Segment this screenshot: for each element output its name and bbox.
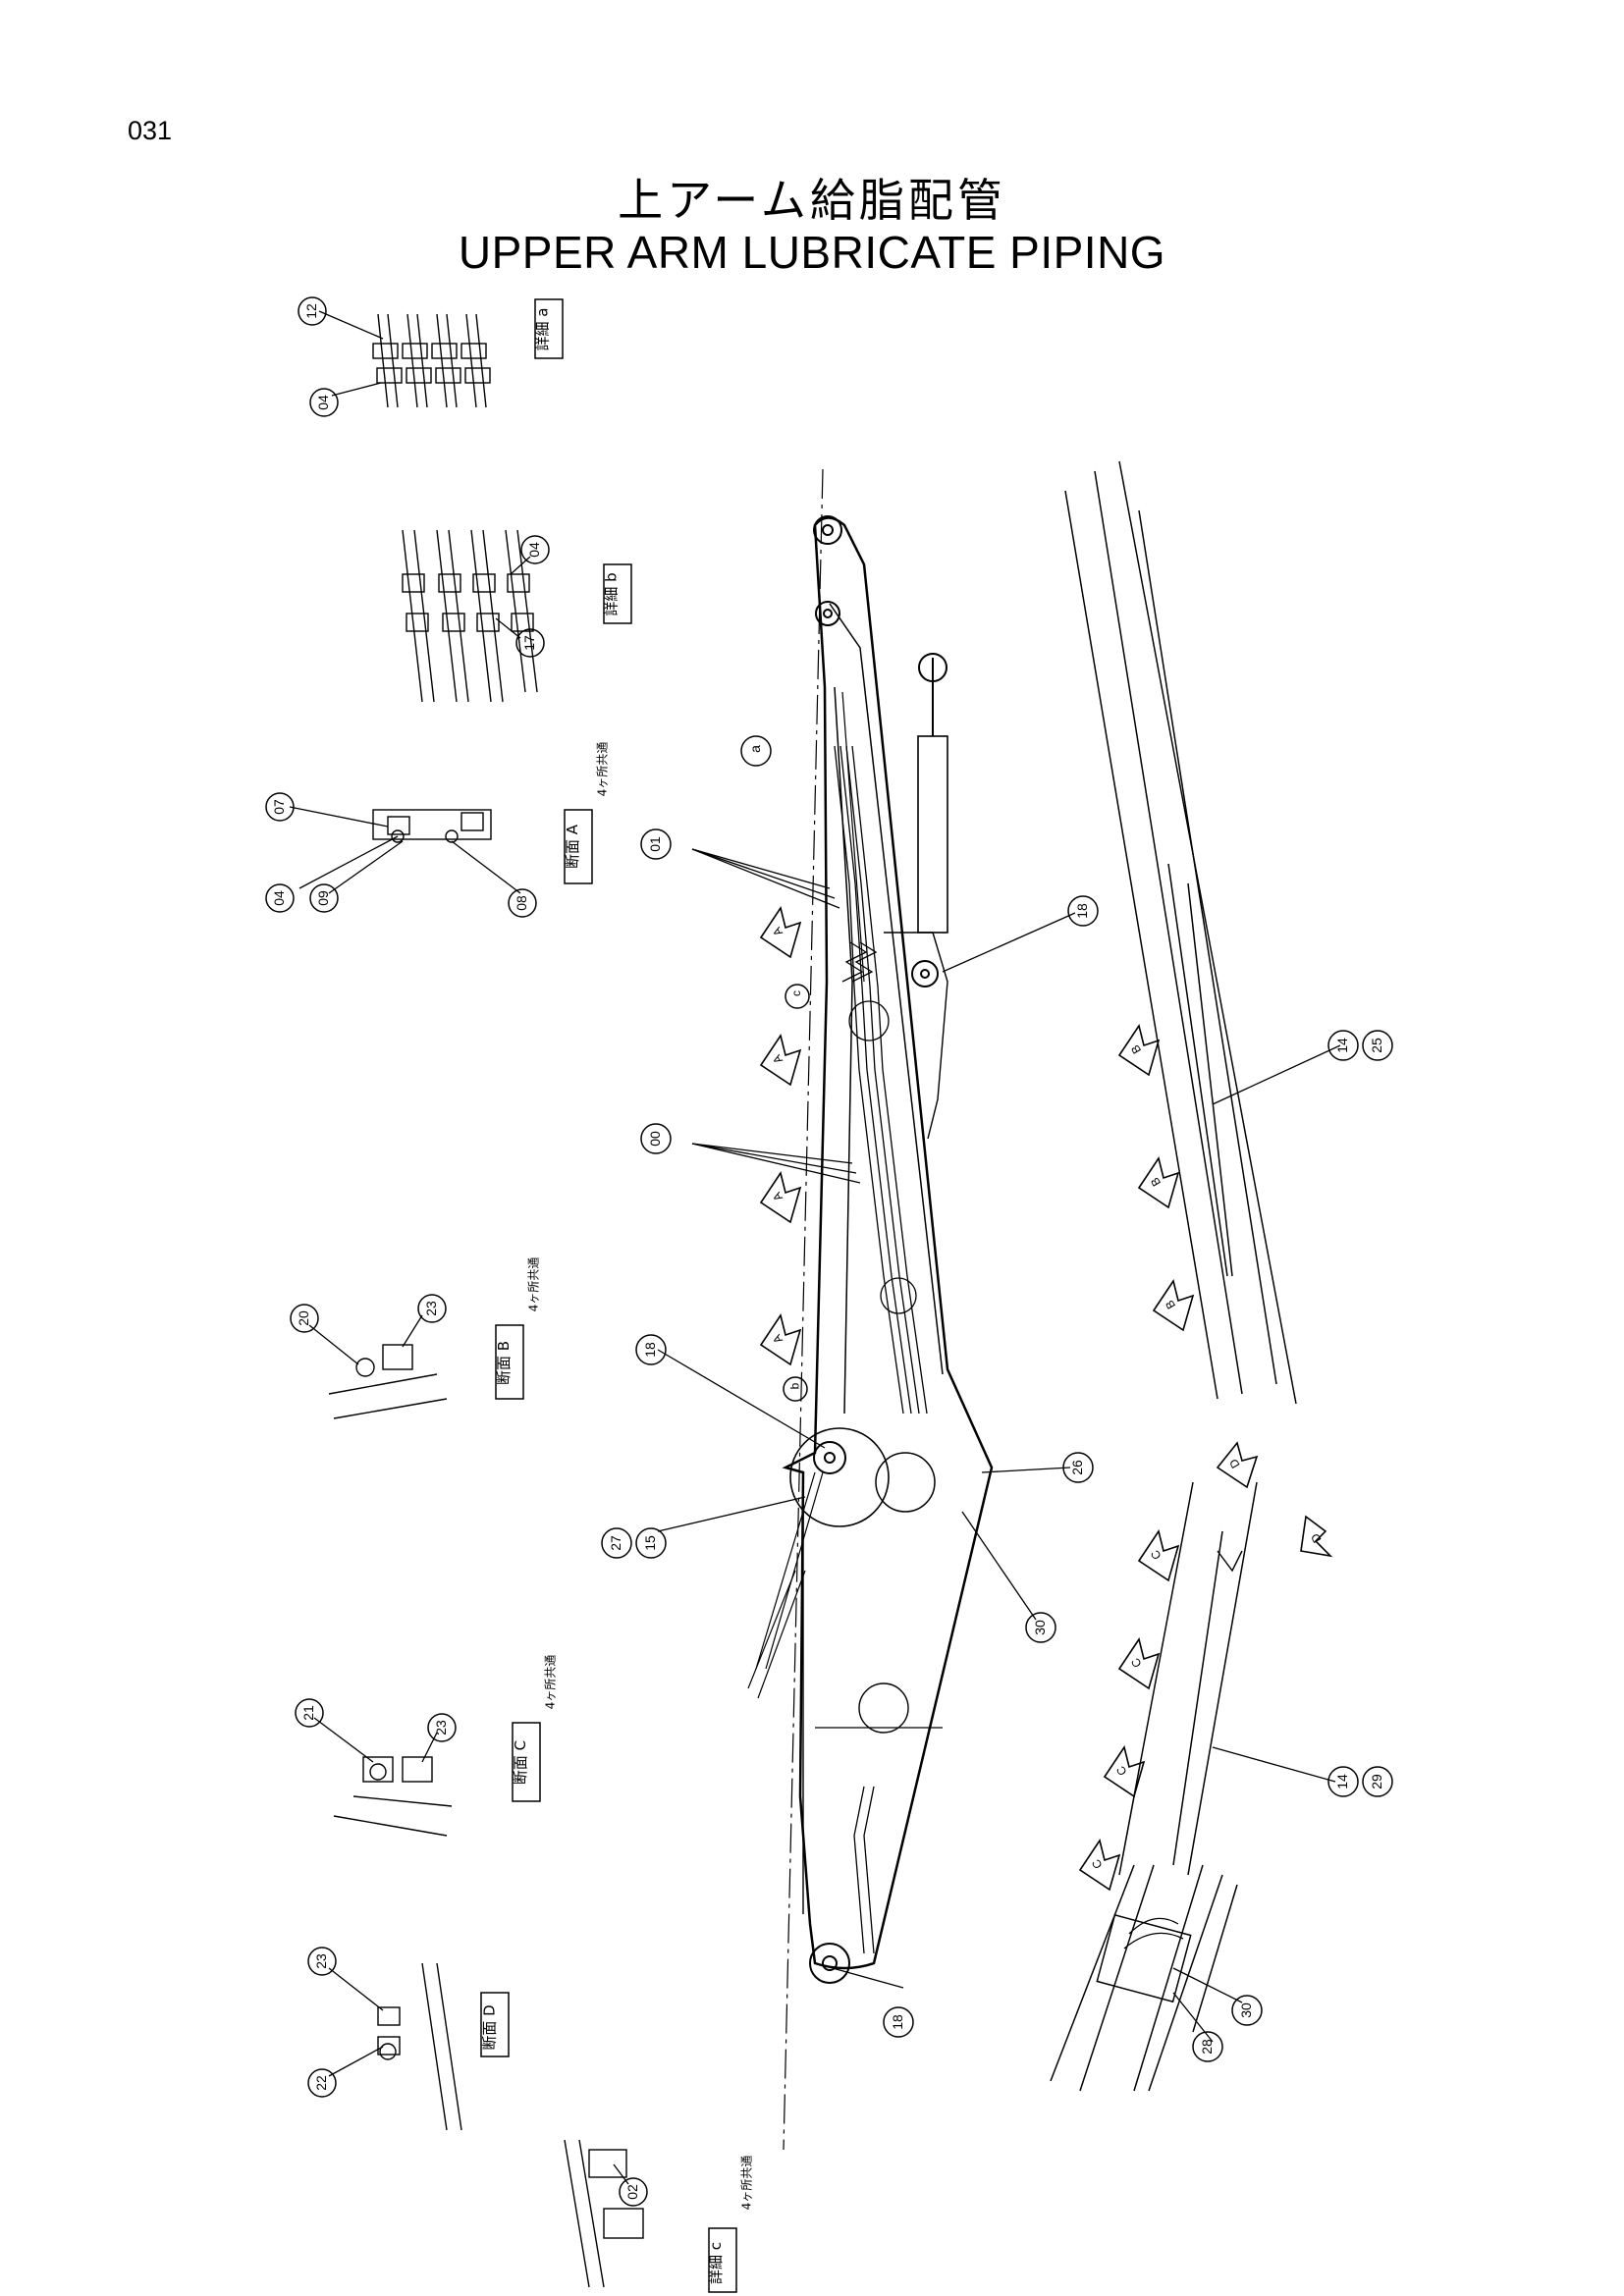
callout-circles	[265, 296, 1393, 2207]
section-c-sketch	[333, 1756, 453, 1837]
title-japanese: 上アーム給脂配管	[618, 174, 1006, 227]
side-view-drawing	[1050, 460, 1297, 2092]
label-boxes	[480, 298, 737, 2293]
section-d-sketch	[377, 1962, 462, 2131]
callout-leaders	[289, 310, 1341, 2185]
detail-a-sketch	[372, 313, 491, 408]
section-b-sketch	[328, 1344, 448, 1419]
title-english: UPPER ARM LUBRICATE PIPING	[458, 227, 1166, 278]
page-number: 031	[128, 116, 173, 145]
detail-b-sketch	[402, 529, 538, 703]
section-a-sketch	[372, 809, 492, 843]
main-arm-drawing	[747, 468, 994, 2151]
section-arrows	[759, 906, 1333, 1892]
detail-c-sketch	[564, 2139, 644, 2288]
